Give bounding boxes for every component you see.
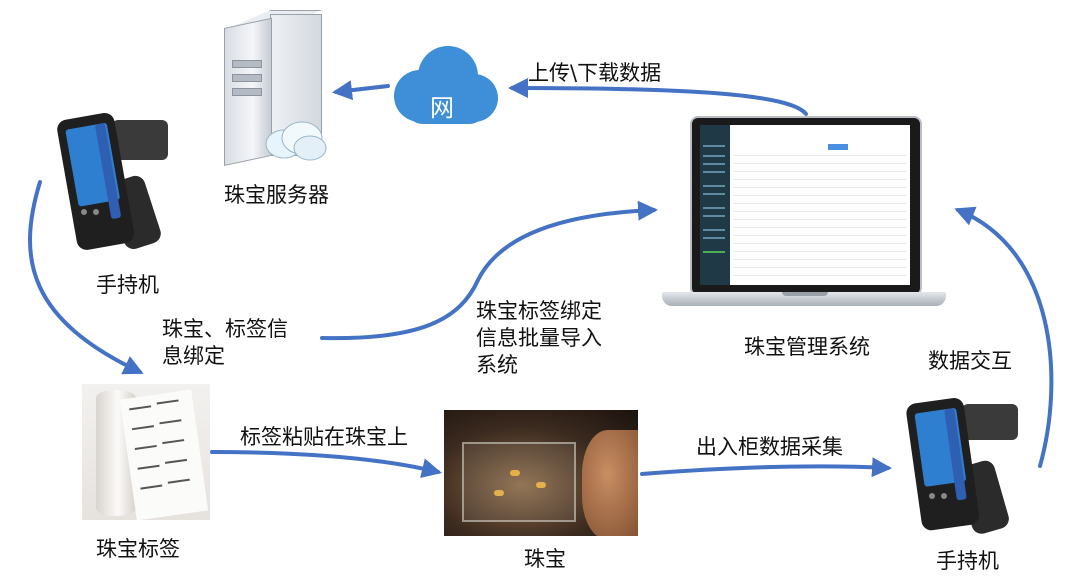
jewelry-label: 珠宝 <box>524 547 566 571</box>
arrow-jewelry-to-handheld <box>640 457 892 478</box>
bind-info-label: 珠宝、标签信息绑定 <box>162 317 288 368</box>
cabinet-collect-label: 出入柜数据采集 <box>696 435 843 459</box>
jewelry-labels-label: 珠宝标签 <box>96 537 180 561</box>
handheld-scanner-icon <box>906 398 1018 534</box>
arrow-laptop-to-cloud <box>508 78 808 116</box>
arrow-bind-to-laptop <box>320 200 658 341</box>
arrow-cloud-to-server <box>332 80 390 101</box>
handheld-scanner-icon <box>57 112 168 250</box>
arrow-handheld-to-laptop <box>954 206 1054 468</box>
server-label: 珠宝服务器 <box>224 183 329 207</box>
arrow-labels-to-jewelry <box>210 450 442 478</box>
data-exchange-label: 数据交互 <box>928 349 1012 373</box>
jewelry-display-photo <box>444 410 638 536</box>
management-system-label: 珠宝管理系统 <box>744 335 870 359</box>
arrow-handheld-to-labels <box>28 180 144 375</box>
attach-label-label: 标签粘贴在珠宝上 <box>240 425 408 449</box>
jewelry-labels-photo <box>82 384 210 520</box>
cloud-icon <box>394 46 498 124</box>
handheld-left-label: 手持机 <box>96 273 159 297</box>
batch-import-label: 珠宝标签绑定信息批量导入系统 <box>476 299 602 377</box>
management-app-screen <box>700 125 910 285</box>
upload-download-label: 上传\下载数据 <box>528 61 662 85</box>
handheld-right-label: 手持机 <box>936 549 999 573</box>
cloud-label: 网 <box>430 94 454 122</box>
